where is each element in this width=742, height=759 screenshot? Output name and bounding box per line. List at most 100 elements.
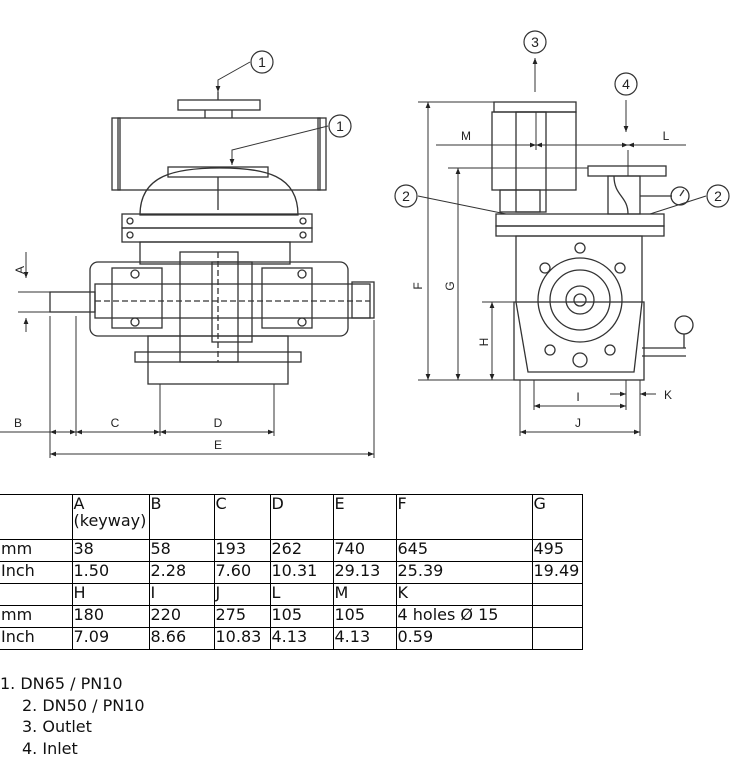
table-cell: 180 (72, 606, 149, 628)
outlet-flange (494, 102, 576, 112)
pump-body (90, 262, 348, 336)
table-cell: 4 holes Ø 15 (396, 606, 532, 628)
pump-dome (140, 168, 298, 215)
table-row-mm-2: mm 180 220 275 105 105 4 holes Ø 15 (0, 606, 582, 628)
pressure-gauge-side (675, 316, 693, 334)
table-cell: 740 (333, 540, 396, 562)
dim-label-h: H (477, 338, 491, 347)
table-cell: K (396, 584, 532, 606)
table-cell: mm (0, 606, 72, 628)
legend-item: 3. Outlet (0, 716, 145, 738)
legend-item: 1. DN65 / PN10 (0, 673, 145, 695)
dim-label-d: D (214, 416, 223, 430)
table-cell: 275 (214, 606, 270, 628)
table-cell: B (149, 495, 214, 540)
dim-label-m: M (461, 129, 471, 143)
table-cell: A (keyway) (72, 495, 149, 540)
svg-text:3: 3 (531, 34, 539, 50)
callout-1-top: 1 (251, 51, 273, 73)
svg-text:2: 2 (714, 188, 722, 204)
table-cell: 193 (214, 540, 270, 562)
front-view (50, 92, 374, 384)
table-cell: E (333, 495, 396, 540)
table-cell: 7.60 (214, 562, 270, 584)
svg-text:2: 2 (402, 188, 410, 204)
table-cell: 7.09 (72, 628, 149, 650)
table-cell: C (214, 495, 270, 540)
dim-label-i: I (576, 390, 579, 404)
table-cell: G (532, 495, 582, 540)
table-cell: 495 (532, 540, 582, 562)
table-cell: 38 (72, 540, 149, 562)
head-plate (122, 214, 312, 228)
svg-text:4: 4 (622, 76, 630, 92)
table-row-mm-1: mm 38 58 193 262 740 645 495 (0, 540, 582, 562)
callout-3: 3 (524, 31, 546, 53)
table-header-row-1: A (keyway) B C D E F G (0, 495, 582, 540)
table-cell: Inch (0, 628, 72, 650)
side-view (492, 102, 693, 380)
dim-label-f: F (411, 282, 425, 289)
side-head-plate (496, 214, 664, 226)
table-cell (0, 584, 72, 606)
table-row-inch-1: Inch 1.50 2.28 7.60 10.31 29.13 25.39 19… (0, 562, 582, 584)
drive-shaft (50, 292, 95, 312)
inlet-flange (588, 166, 666, 176)
table-cell: 10.83 (214, 628, 270, 650)
table-cell: J (214, 584, 270, 606)
table-cell: 262 (270, 540, 333, 562)
table-cell: 105 (333, 606, 396, 628)
side-body (516, 236, 642, 372)
table-header-row-2: H I J L M K (0, 584, 582, 606)
dim-label-j: J (575, 416, 581, 430)
table-cell: 29.13 (333, 562, 396, 584)
callout-2-left: 2 (395, 185, 417, 207)
table-cell: 2.28 (149, 562, 214, 584)
table-cell: D (270, 495, 333, 540)
dim-label-a: A (13, 266, 27, 274)
table-cell: 10.31 (270, 562, 333, 584)
top-flange (178, 100, 260, 110)
table-cell: 220 (149, 606, 214, 628)
side-dimensions (418, 58, 706, 436)
table-cell: 8.66 (149, 628, 214, 650)
table-cell: 645 (396, 540, 532, 562)
manifold-pipe (118, 118, 320, 190)
table-row-inch-2: Inch 7.09 8.66 10.83 4.13 4.13 0.59 (0, 628, 582, 650)
callout-2-right: 2 (707, 185, 729, 207)
legend: 1. DN65 / PN10 2. DN50 / PN10 3. Outlet … (0, 673, 145, 759)
dimension-table: A (keyway) B C D E F G mm 38 58 193 262 … (0, 494, 583, 650)
dim-label-g: G (443, 281, 457, 290)
table-cell (532, 628, 582, 650)
callouts: 1 1 2 2 3 4 (251, 31, 729, 207)
table-cell: L (270, 584, 333, 606)
table-cell: 19.49 (532, 562, 582, 584)
legend-item: 2. DN50 / PN10 (0, 695, 145, 717)
table-cell: H (72, 584, 149, 606)
table-cell: I (149, 584, 214, 606)
table-cell: 25.39 (396, 562, 532, 584)
table-cell: Inch (0, 562, 72, 584)
dim-label-e: E (214, 438, 222, 452)
table-cell: M (333, 584, 396, 606)
technical-drawing: 1 1 2 2 3 4 A B C D E F G H I (0, 0, 742, 494)
callout-4: 4 (615, 73, 637, 95)
table-cell: 1.50 (72, 562, 149, 584)
table-cell: mm (0, 540, 72, 562)
dim-label-l: L (663, 129, 670, 143)
table-cell: 105 (270, 606, 333, 628)
table-cell (532, 584, 582, 606)
table-cell (532, 606, 582, 628)
dim-label-c: C (111, 416, 120, 430)
table-cell: 0.59 (396, 628, 532, 650)
table-cell: 58 (149, 540, 214, 562)
table-cell: 4.13 (270, 628, 333, 650)
table-cell: F (396, 495, 532, 540)
svg-text:1: 1 (258, 54, 266, 70)
dim-label-k: K (664, 388, 672, 402)
callout-1-middle: 1 (329, 115, 351, 137)
dim-label-b: B (14, 416, 22, 430)
svg-text:1: 1 (336, 118, 344, 134)
table-cell (0, 495, 72, 540)
legend-item: 4. Inlet (0, 738, 145, 759)
